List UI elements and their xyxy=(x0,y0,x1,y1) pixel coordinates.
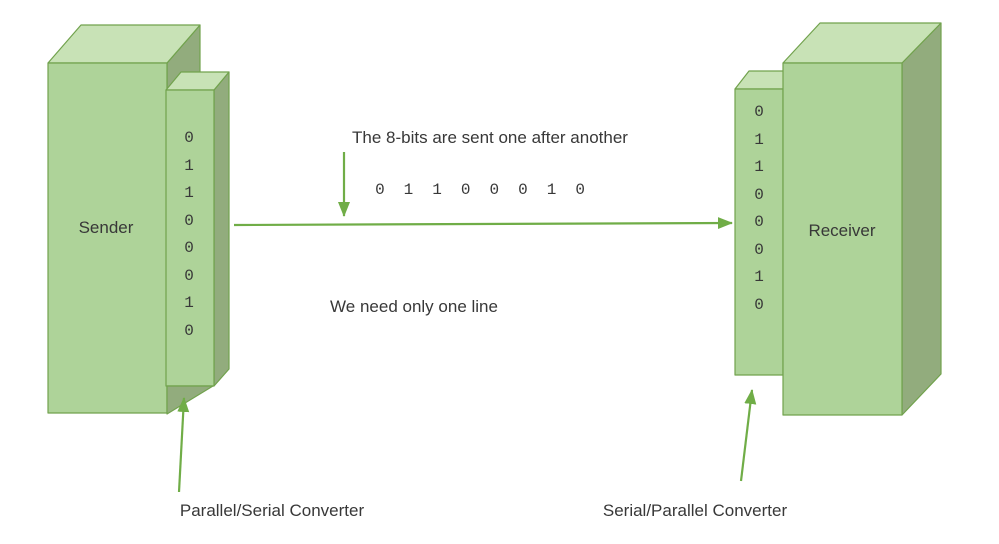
bit: 1 xyxy=(754,268,764,286)
left-converter-bottom-face xyxy=(166,385,214,415)
sender-converter-bits: 0 1 1 0 0 0 1 0 xyxy=(184,125,194,345)
bit: 0 xyxy=(754,295,764,314)
caption-one-line: We need only one line xyxy=(330,296,498,316)
bit: 1 xyxy=(754,130,764,149)
serial-parallel-converter-label: Serial/Parallel Converter xyxy=(602,500,788,520)
receiver-label: Receiver xyxy=(808,220,876,240)
serial-parallel-pointer-arrow xyxy=(739,389,757,482)
bit: 0 xyxy=(754,103,764,121)
bit: 0 xyxy=(518,181,528,199)
parallel-serial-pointer-arrow xyxy=(177,397,190,493)
transmitted-bits-row: 0 1 1 0 0 0 1 0 xyxy=(375,181,585,199)
bit: 1 xyxy=(184,294,194,312)
parallel-serial-converter-box xyxy=(165,71,230,415)
bit: 1 xyxy=(432,181,442,199)
bit: 1 xyxy=(403,181,414,199)
parallel-serial-converter-label: Parallel/Serial Converter xyxy=(179,500,365,520)
left-converter-front-face xyxy=(165,89,215,387)
bit: 0 xyxy=(184,211,194,230)
receiver-box-side-face xyxy=(901,22,942,416)
bit: 0 xyxy=(375,181,385,199)
bit: 0 xyxy=(489,181,500,199)
transmission-line-arrow xyxy=(233,217,733,230)
left-converter-side-face xyxy=(213,71,230,387)
bit: 0 xyxy=(754,213,764,231)
bit: 0 xyxy=(754,240,764,259)
bit: 0 xyxy=(460,181,471,199)
bit: 1 xyxy=(184,156,194,175)
receiver-box xyxy=(782,22,942,416)
bit: 0 xyxy=(184,321,194,340)
bit: 0 xyxy=(575,181,585,199)
caption-bits-sent: The 8-bits are sent one after another xyxy=(352,127,628,147)
bit: 0 xyxy=(184,129,194,147)
bit: 0 xyxy=(754,185,764,204)
bit: 0 xyxy=(184,266,194,285)
bit: 1 xyxy=(546,181,557,199)
bit: 0 xyxy=(184,239,194,257)
sender-label: Sender xyxy=(78,217,134,237)
bit: 1 xyxy=(184,184,194,202)
receiver-box-front-face xyxy=(782,62,903,416)
receiver-converter-bits: 0 1 1 0 0 0 1 0 xyxy=(754,99,764,319)
bit: 1 xyxy=(754,158,764,176)
